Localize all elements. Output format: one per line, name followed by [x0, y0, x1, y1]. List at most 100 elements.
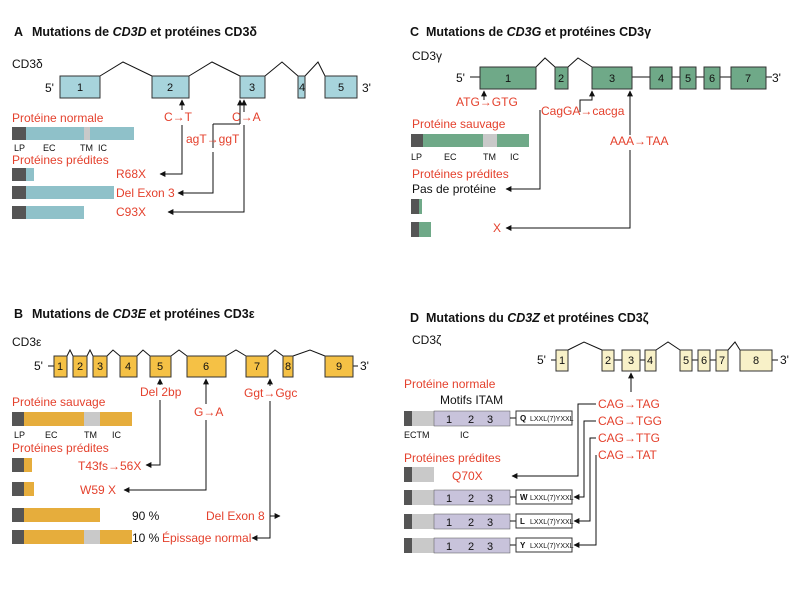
cd3z-exon-7-label: 7 — [719, 355, 725, 367]
cd3d-predicted-label: Protéines prédites — [12, 153, 109, 167]
cd3d-pred-r68x: R68X — [116, 167, 146, 181]
panel-c-3prime: 3' — [772, 71, 781, 85]
cd3g-mut-cagga: CagGA→cacga — [541, 104, 625, 118]
cd3g-exon-5-label: 5 — [685, 73, 691, 85]
cd3d-exon-3-label: 3 — [249, 82, 255, 94]
cd3g-normal-label: Protéine sauvage — [412, 117, 506, 131]
cd3e-predicted-label: Protéines prédites — [12, 441, 109, 455]
panel-b: B Mutations de CD3E et protéines CD3ε CD… — [12, 307, 369, 545]
cd3z-itam-aa-w: W — [520, 493, 528, 502]
cd3e-exon-2-label: 2 — [77, 361, 83, 373]
cd3z-itam-aa-y: Y — [520, 541, 526, 550]
cd3z-mut-tgg: CAG→TGG — [598, 414, 662, 428]
cd3z-itam-box-normal — [515, 410, 573, 426]
panel-c: C Mutations de CD3G et protéines CD3γ CD… — [410, 25, 781, 237]
panel-c-title: Mutations de CD3G et protéines CD3γ — [426, 25, 651, 39]
panel-b-5prime: 5' — [34, 359, 43, 373]
cd3e-exon-8-label: 8 — [285, 361, 291, 373]
cd3g-exon-4 — [649, 66, 673, 90]
cd3z-itam-box-w — [515, 489, 573, 505]
panel-a-gene-label: CD3δ — [12, 57, 43, 71]
cd3e-mut-del2bp: Del 2bp — [140, 385, 182, 399]
cd3e-exon-8 — [282, 355, 294, 378]
panel-b-title: Mutations de CD3E et protéines CD3ε — [32, 307, 255, 321]
cd3e-domain-lp: LP — [14, 430, 25, 440]
cd3z-itam-2: 2 — [468, 414, 474, 426]
cd3z-pred1-itam-2: 2 — [468, 493, 474, 505]
cd3g-exon-7 — [730, 66, 767, 90]
cd3g-exon-7-label: 7 — [745, 73, 751, 85]
cd3e-domain-ec: EC — [45, 430, 58, 440]
cd3z-exon-2-label: 2 — [605, 355, 611, 367]
cd3z-mut-tag: CAG→TAG — [598, 397, 660, 411]
panel-a-title: Mutations de CD3D et protéines CD3δ — [32, 25, 257, 39]
cd3d-mut-ct: C→T — [164, 110, 193, 124]
cd3d-exon-1 — [59, 75, 101, 99]
cd3e-mut-ggt: Ggt→Ggc — [244, 386, 297, 400]
cd3g-exon-4-label: 4 — [658, 73, 664, 85]
cd3e-domain-ic: IC — [112, 430, 122, 440]
cd3z-exon-7 — [715, 349, 729, 372]
cd3z-domain-ectm: ECTM — [404, 430, 430, 440]
cd3e-pred-delexon8: Del Exon 8 — [206, 509, 265, 523]
cd3z-itam-1: 1 — [446, 414, 452, 426]
cd3e-exon-6-label: 6 — [203, 361, 209, 373]
cd3e-exon-4-label: 4 — [125, 361, 131, 373]
cd3e-domain-tm: TM — [84, 430, 97, 440]
cd3e-exon-7 — [245, 355, 269, 378]
cd3z-itam-motif-l: LXXL(7)YXXL — [530, 519, 574, 526]
cd3z-pred2-itam-3: 3 — [487, 517, 493, 529]
panel-d-3prime: 3' — [780, 353, 789, 367]
cd3e-pred-w59x: W59 X — [80, 483, 116, 497]
cd3d-exon-3 — [239, 75, 266, 99]
cd3g-mut-aaa: AAA→TAA — [610, 134, 668, 148]
panel-d-title: Mutations du CD3Z et protéines CD3ζ — [426, 311, 649, 325]
cd3e-exon-1-label: 1 — [57, 361, 63, 373]
cd3d-domain-tm: TM — [80, 143, 93, 153]
cd3z-mut-tat: CAG→TAT — [598, 448, 658, 462]
cd3z-itam-aa-l: L — [520, 517, 525, 526]
panel-c-5prime: 5' — [456, 71, 465, 85]
cd3d-exon-5 — [324, 75, 358, 99]
panel-a-5prime: 5' — [45, 81, 54, 95]
cd3z-itam-motif-w: LXXL(7)YXXL — [530, 495, 574, 502]
cd3z-pred3-itam-1: 1 — [446, 541, 452, 553]
panel-a: A Mutations de CD3D et protéines CD3δ CD… — [12, 25, 371, 219]
panel-d-letter: D — [410, 311, 419, 325]
cd3z-exon-5-label: 5 — [683, 355, 689, 367]
cd3z-exon-3 — [621, 349, 641, 372]
cd3z-pred3-itam-2: 2 — [468, 541, 474, 553]
cd3e-mut-ga: G→A — [194, 405, 223, 419]
cd3z-itam-box-l — [515, 513, 573, 529]
panel-c-gene-label: CD3γ — [412, 49, 442, 63]
cd3z-itam-motif-normal: LXXL(7)YXXL — [530, 416, 574, 423]
cd3z-exon-6 — [697, 349, 711, 372]
cd3e-pred-t43fs: T43fs→56X — [78, 459, 141, 473]
cd3z-itam-motif-y: LXXL(7)YXXL — [530, 543, 574, 550]
cd3z-pred2-itam-2: 2 — [468, 517, 474, 529]
cd3g-exon-2 — [554, 66, 569, 90]
cd3g-exon-3 — [591, 66, 633, 90]
cd3e-exon-9-label: 9 — [336, 361, 342, 373]
cd3d-domain-ec: EC — [43, 143, 56, 153]
cd3g-exon-3-label: 3 — [609, 73, 615, 85]
cd3g-domain-tm: TM — [483, 152, 496, 162]
cd3g-domain-ic: IC — [510, 152, 520, 162]
cd3g-domain-ec: EC — [444, 152, 457, 162]
cd3g-x-label: X — [493, 221, 501, 235]
cd3z-exon-8-label: 8 — [753, 355, 759, 367]
cd3e-exon-4 — [119, 355, 138, 378]
cd3d-normal-label: Protéine normale — [12, 111, 104, 125]
cd3z-itam-label: Motifs ITAM — [440, 393, 503, 407]
cd3z-itam-3: 3 — [487, 414, 493, 426]
cd3d-exon-5-label: 5 — [338, 82, 344, 94]
cd3d-mut-agt: agT→ggT — [186, 132, 240, 146]
cd3z-exon-1 — [555, 349, 569, 372]
cd3e-exon-2 — [72, 355, 88, 378]
cd3z-itam-box-y — [515, 537, 573, 553]
cd3e-pct-10: 10 % — [132, 531, 160, 545]
cd3z-pred1-itam-1: 1 — [446, 493, 452, 505]
cd3g-predicted-label: Protéines prédites — [412, 167, 509, 181]
cd3e-pred-normal-splicing: Épissage normal — [162, 530, 251, 545]
